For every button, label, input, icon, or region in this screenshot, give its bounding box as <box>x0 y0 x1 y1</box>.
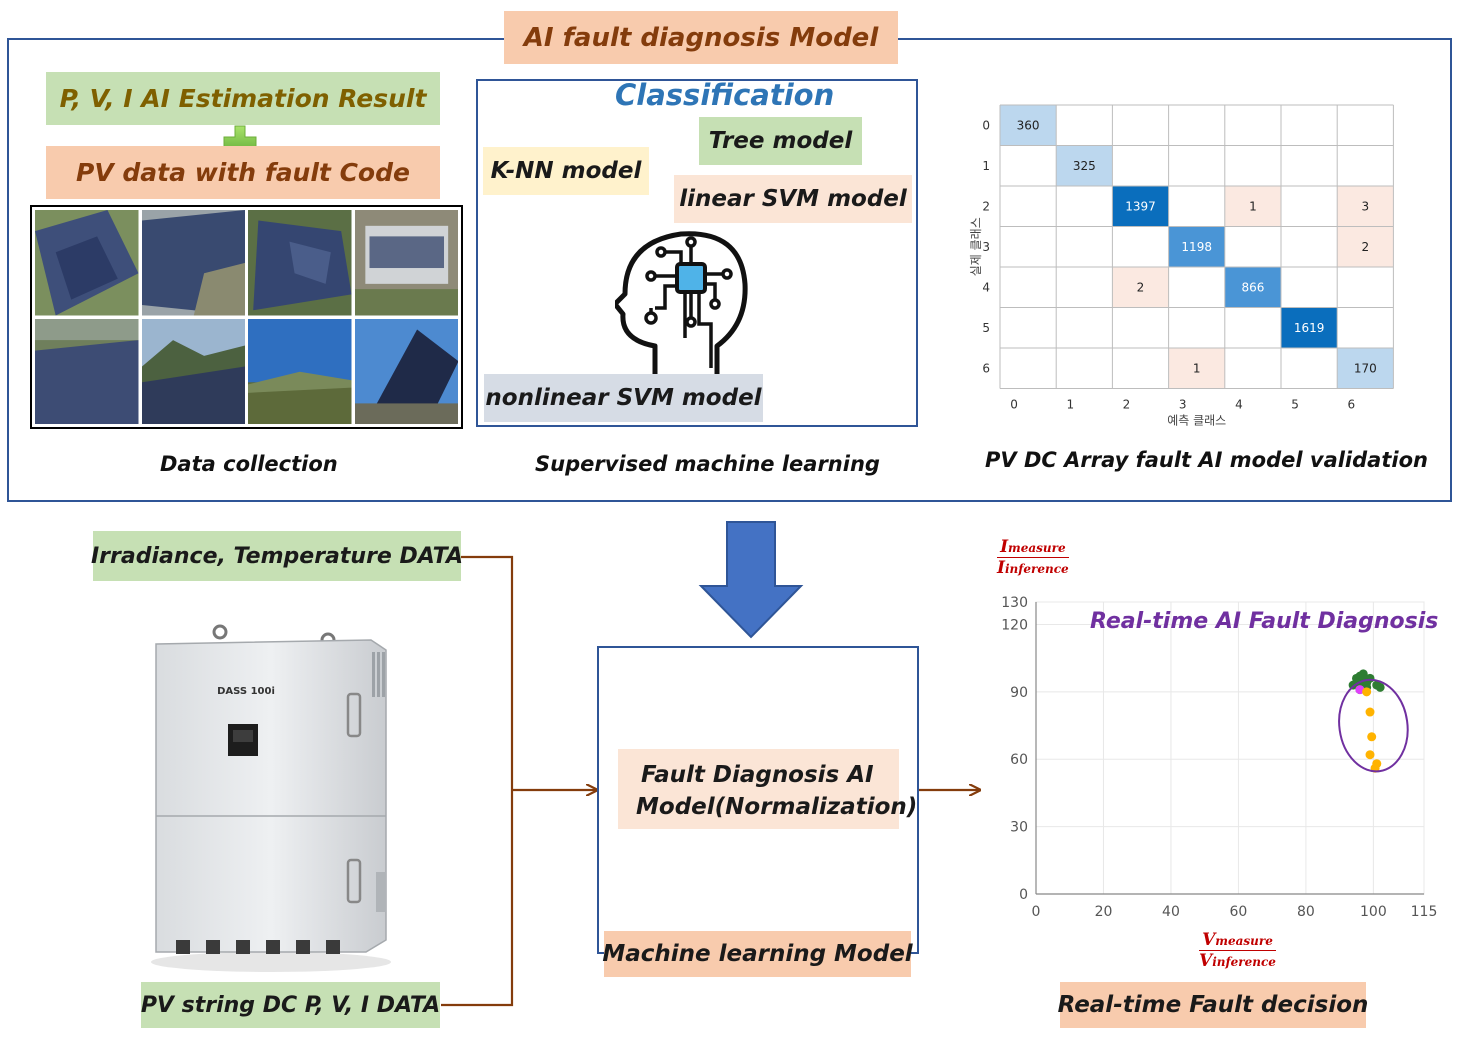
data-point <box>1365 750 1375 760</box>
plot-area <box>1035 601 1425 895</box>
x-axis-fraction-label: Vmeasure Vinference <box>1199 930 1276 971</box>
matrix-cell-value: 1198 <box>1181 240 1212 254</box>
fault-diagnosis-line2: Model(Normalization) <box>636 794 918 820</box>
matrix-cell-value: 2 <box>1361 240 1369 254</box>
diagram-title: AI fault diagnosis Model <box>504 11 898 64</box>
x-tick-label: 3 <box>1179 398 1187 412</box>
matrix-cell-value: 3 <box>1361 199 1369 213</box>
data-point <box>1375 682 1385 692</box>
matrix-cell <box>1112 186 1169 227</box>
pv-plant-photo <box>141 210 245 316</box>
pv-fault-code-label: PV data with fault Code <box>46 146 440 199</box>
irradiance-temperature-label: Irradiance, Temperature DATA <box>91 531 463 581</box>
data-point <box>1365 707 1375 717</box>
y-axis-title: 실제 클래스 <box>969 217 983 276</box>
y-tick-label: 120 <box>1001 617 1028 633</box>
pv-plant-photo <box>354 210 458 316</box>
y-tick-label: 0 <box>1019 887 1028 903</box>
linear-svm-model-label: linear SVM model <box>674 175 912 223</box>
matrix-cell-value: 325 <box>1073 159 1096 173</box>
matrix-cell-value: 1 <box>1193 361 1201 375</box>
matrix-cell-value: 1619 <box>1294 321 1325 335</box>
x-tick-label: 1 <box>1066 398 1074 412</box>
y-tick-label: 130 <box>1001 595 1028 611</box>
x-tick-label: 6 <box>1347 398 1355 412</box>
nonlinear-svm-model-label: nonlinear SVM model <box>484 374 763 422</box>
x-tick-label: 0 <box>1010 398 1018 412</box>
matrix-cell <box>1224 186 1281 227</box>
x-tick-label: 20 <box>1095 904 1113 920</box>
x-tick-label: 60 <box>1230 904 1248 920</box>
ai-estimation-result-label: P, V, I AI Estimation Result <box>46 72 440 125</box>
matrix-cell <box>1281 307 1338 348</box>
matrix-cell <box>1168 226 1225 267</box>
y-tick-label: 3 <box>982 240 990 254</box>
x-axis-title: 예측 클래스 <box>1167 414 1226 428</box>
x-tick-label: 0 <box>1032 904 1041 920</box>
validation-caption: PV DC Array fault AI model validation <box>985 448 1428 472</box>
y-tick-label: 1 <box>982 159 990 173</box>
supervised-learning-caption: Supervised machine learning <box>535 452 880 476</box>
data-point <box>1362 687 1372 697</box>
matrix-cell <box>1000 105 1057 146</box>
matrix-cell-value: 1397 <box>1125 199 1156 213</box>
fault-diagnosis-line1: Fault Diagnosis AI <box>641 762 874 788</box>
y-axis-fraction-label: Imeasure Iinference <box>997 537 1069 578</box>
pv-plant-photo <box>35 210 139 316</box>
down-arrow-icon <box>698 521 804 639</box>
confusion-matrix-chart: 360 325 1397 1 3 1198 2 2 866 1619 1 170 0 1 2 3 4 5 6 0 1 2 3… <box>969 104 1394 428</box>
pv-plant-photo <box>354 318 458 424</box>
data-point <box>1367 732 1377 742</box>
pv-plant-photo <box>248 210 352 316</box>
x-tick-label: 100 <box>1360 904 1387 920</box>
y-tick-label: 4 <box>982 280 990 294</box>
matrix-cell-value: 2 <box>1137 280 1145 294</box>
inverter-device-icon: DASS 100i <box>151 624 391 972</box>
ai-brain-chip-icon <box>615 231 748 374</box>
pv-string-dc-label: PV string DC P, V, I DATA <box>141 982 440 1028</box>
y-tick-label: 90 <box>1010 685 1028 701</box>
matrix-cell <box>1337 348 1394 389</box>
matrix-cell-value: 866 <box>1241 280 1264 294</box>
y-tick-label: 0 <box>982 118 990 132</box>
matrix-cell <box>1337 186 1394 227</box>
pv-plant-photo <box>35 318 139 424</box>
matrix-cell <box>1224 267 1281 308</box>
y-tick-label: 60 <box>1010 752 1028 768</box>
realtime-scatter-chart: 0 20 40 60 80 100 115 0 30 60 90 120 130 <box>1001 595 1438 920</box>
y-tick-label: 2 <box>982 199 990 213</box>
realtime-fault-decision-label: Real-time Fault decision <box>1058 982 1368 1028</box>
x-tick-label: 115 <box>1411 904 1438 920</box>
data-collection-caption: Data collection <box>160 452 338 476</box>
inverter-brand-text: DASS 100i <box>217 686 275 697</box>
knn-model-label: K-NN model <box>483 147 649 195</box>
tree-model-label: Tree model <box>699 117 862 165</box>
y-tick-label: 30 <box>1010 820 1028 836</box>
matrix-cell-value: 360 <box>1017 118 1040 132</box>
matrix-cell <box>1112 267 1169 308</box>
matrix-cell-value: 1 <box>1249 199 1257 213</box>
machine-learning-model-label: Machine learning Model <box>602 931 913 977</box>
pv-plant-photo-grid <box>30 205 463 429</box>
pv-plant-photo <box>248 318 352 424</box>
y-tick-label: 6 <box>982 361 990 375</box>
classification-title: Classification <box>615 78 835 112</box>
x-tick-label: 40 <box>1162 904 1180 920</box>
matrix-cell-value: 170 <box>1354 361 1377 375</box>
realtime-chart-title: Real-time AI Fault Diagnosis <box>1090 609 1439 634</box>
x-tick-label: 80 <box>1297 904 1315 920</box>
y-tick-label: 5 <box>982 321 990 335</box>
x-tick-label: 2 <box>1123 398 1131 412</box>
matrix-cell <box>1056 145 1113 186</box>
x-tick-label: 5 <box>1291 398 1299 412</box>
matrix-cell <box>1168 348 1225 389</box>
pv-plant-photo <box>141 318 245 424</box>
matrix-cell <box>1337 226 1394 267</box>
fault-diagnosis-model-label: Fault Diagnosis AI Model(Normalization) <box>618 749 918 829</box>
fault-cluster-ellipse <box>1338 678 1409 773</box>
x-tick-label: 4 <box>1235 398 1243 412</box>
